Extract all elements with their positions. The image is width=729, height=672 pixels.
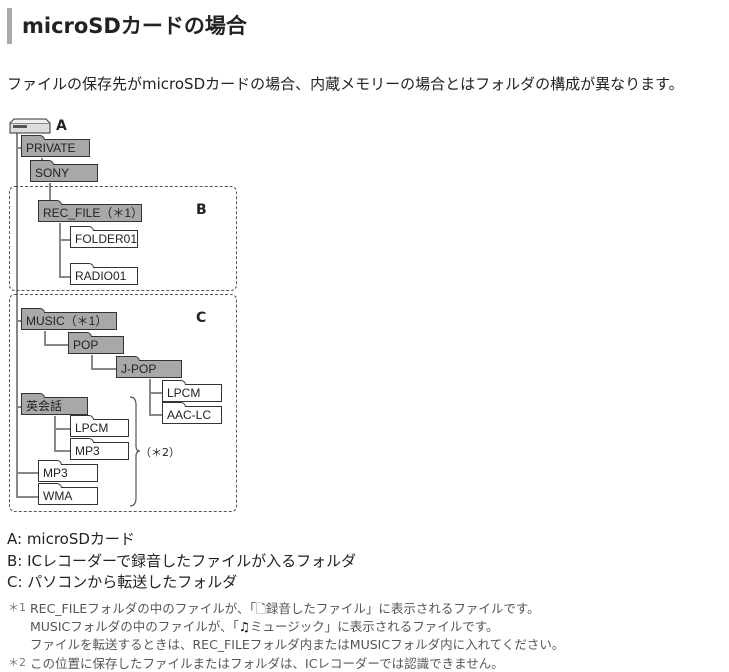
- folder-music: MUSIC（＊1）: [21, 308, 117, 330]
- page-title: microSDカードの場合: [7, 8, 247, 44]
- folder-jpop: J-POP: [116, 356, 182, 378]
- folder-rec-file: REC_FILE（＊1）: [38, 200, 143, 222]
- footnote-text: REC_FILEフォルダの中のファイルが、「: [30, 601, 256, 616]
- folder-mp3-sub: MP3: [70, 438, 129, 460]
- legend-c: C: パソコンから転送したフォルダ: [7, 573, 238, 591]
- music-icon: ♫: [238, 619, 251, 634]
- folder-private: PRIVATE: [21, 135, 90, 157]
- folder-wma: WMA: [38, 483, 98, 505]
- footnote-1-line-3: ファイルを転送するときは、REC_FILEフォルダ内またはMUSICフォルダ内に…: [30, 637, 565, 652]
- legend-b: B: ICレコーダーで録音したファイルが入るフォルダ: [7, 552, 357, 570]
- folder-radio01: RADIO01: [70, 263, 138, 285]
- footnote-2: この位置に保存したファイルまたはフォルダは、ICレコーダーでは認識できません。: [30, 656, 504, 671]
- footnote-text: ミュージック」に表示されるファイルです。: [250, 619, 499, 634]
- label-c: C: [196, 310, 207, 326]
- footnote-text: 録音したファイル」に表示されるファイルです。: [265, 601, 540, 616]
- label-a: A: [56, 118, 67, 134]
- footnote-text: MUSICフォルダの中のファイルが、「: [30, 619, 239, 634]
- folder-lpcm-jpop: LPCM: [162, 380, 222, 402]
- folder-eikaiwa: 英会話: [21, 393, 88, 415]
- footnote-1-line-2: MUSICフォルダの中のファイルが、「♫ミュージック」に表示されるファイルです。: [30, 616, 499, 635]
- folder-mp3: MP3: [38, 460, 98, 482]
- legend-a: A: microSDカード: [7, 530, 135, 548]
- region-c: [9, 294, 237, 512]
- memory-card-icon: [9, 118, 51, 134]
- label-b: B: [196, 202, 207, 218]
- folder-diagram: A B C PRIVATE SONY REC_FILE（＊1） FOLDER01…: [0, 110, 250, 520]
- region-b: [9, 186, 237, 291]
- footnote-mark-2: ＊2: [8, 656, 26, 669]
- intro-text: ファイルの保存先がmicroSDカードの場合、内蔵メモリーの場合とはフォルダの構…: [7, 75, 684, 93]
- folder-lpcm: LPCM: [70, 415, 129, 437]
- folder-pop: POP: [68, 332, 124, 354]
- file-icon: 🗋: [255, 601, 266, 616]
- folder-folder01: FOLDER01: [70, 226, 138, 248]
- footnote-mark-1: ＊1: [8, 601, 26, 614]
- folder-aac-lc: AAC-LC: [162, 402, 222, 424]
- folder-sony: SONY: [30, 160, 98, 182]
- footnote-1-line-1: REC_FILEフォルダの中のファイルが、「🗋録音したファイル」に表示されるファ…: [30, 598, 540, 621]
- note-2-label: （＊2）: [140, 446, 180, 459]
